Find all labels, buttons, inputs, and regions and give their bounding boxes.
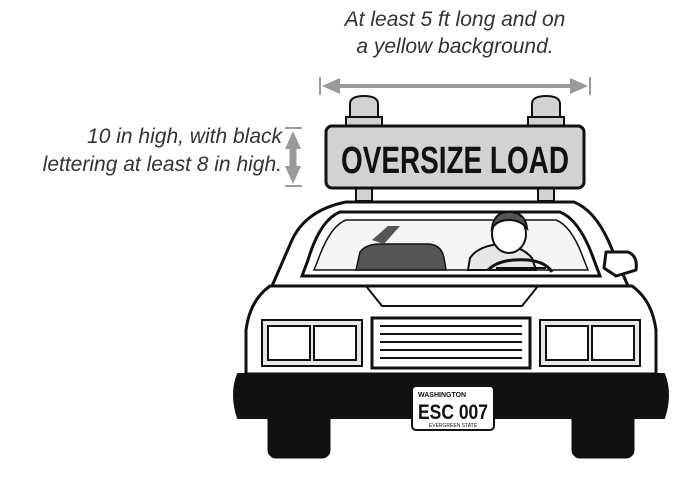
passenger-seat — [356, 244, 446, 270]
length-dimension-arrow — [320, 77, 590, 95]
oversize-load-sign: OVERSIZE LOAD — [326, 126, 584, 188]
side-mirror — [604, 252, 636, 276]
height-dimension-arrow — [285, 128, 302, 186]
left-headlights — [262, 320, 362, 366]
amber-beacon-light-left — [346, 96, 382, 126]
license-plate: WASHINGTON ESC 007 EVERGREEN STATE — [412, 386, 494, 430]
right-headlights — [540, 320, 640, 366]
front-grille — [372, 318, 530, 368]
plate-tagline: EVERGREEN STATE — [429, 423, 478, 429]
windshield — [302, 212, 600, 276]
oversize-load-sign-text: OVERSIZE LOAD — [341, 140, 569, 182]
plate-state: WASHINGTON — [418, 392, 466, 399]
plate-number: ESC 007 — [418, 401, 488, 424]
amber-beacon-light-right — [528, 96, 564, 126]
